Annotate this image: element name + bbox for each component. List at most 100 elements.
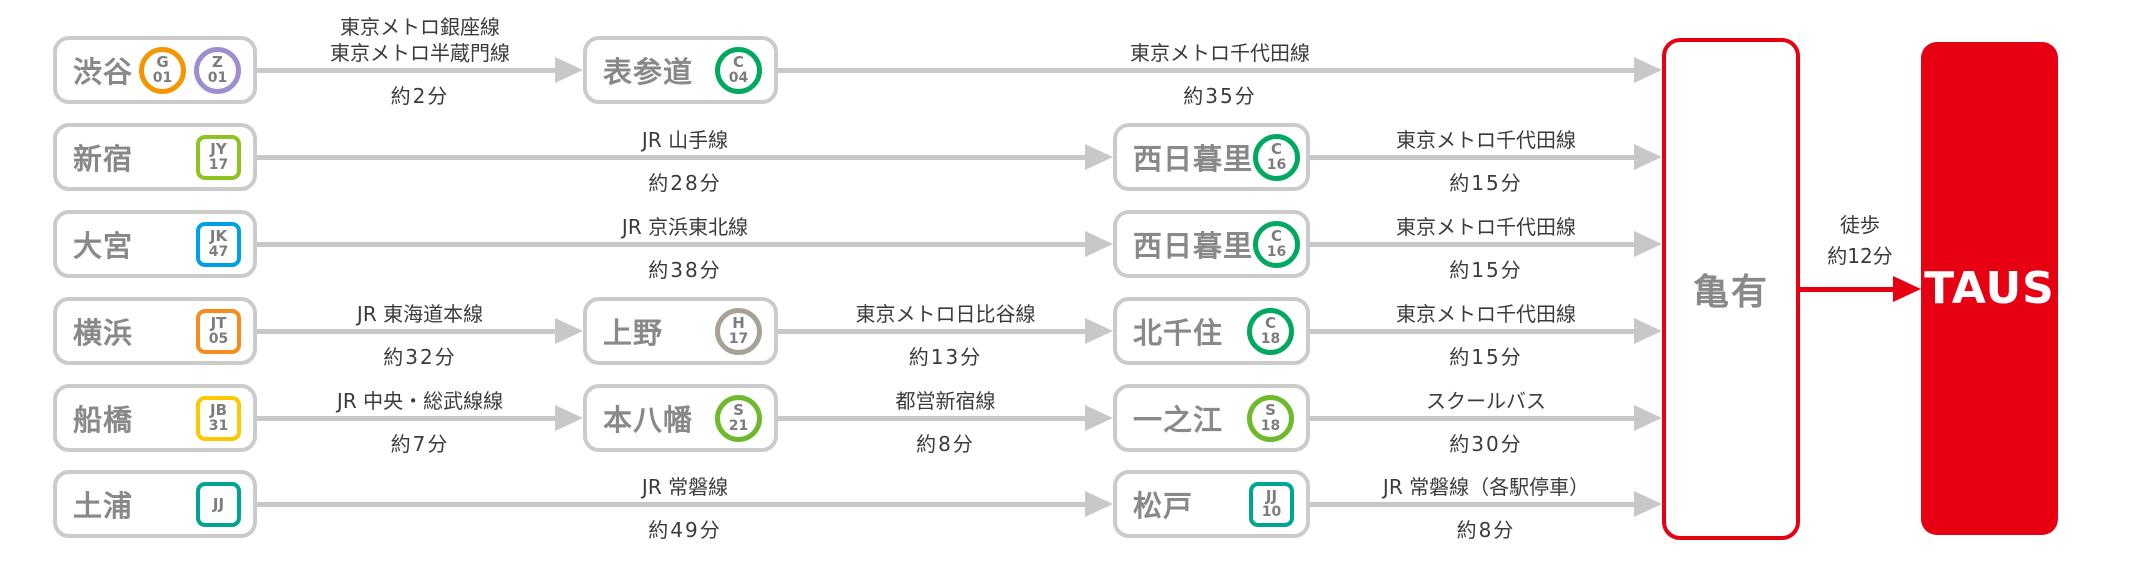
badge-number: 18 — [1260, 331, 1281, 347]
badge-group: JY 17 — [196, 134, 241, 180]
route-segment: 東京メトロ千代田線 約15分 — [1310, 123, 1662, 195]
route-segment: スクールバス 約30分 — [1310, 384, 1662, 456]
line-name: JR 東海道本線 — [356, 302, 484, 326]
segment-line-label: JR 常磐線 — [187, 474, 1183, 500]
station-name: 亀有 — [1692, 272, 1769, 313]
line-name: スクールバス — [1426, 389, 1546, 413]
arrow-line — [1310, 329, 1636, 334]
badge-number: 17 — [208, 157, 229, 173]
badge-group: H 17 — [715, 307, 762, 355]
station-shibuya: 渋谷 G 01 Z 01 — [53, 36, 257, 104]
station-funabashi: 船橋 JB 31 — [53, 384, 257, 452]
line-badge-jy17-icon: JY 17 — [196, 134, 241, 180]
badge-letter: H — [732, 314, 745, 332]
line-name: JR 常磐線（各駅停車） — [1382, 475, 1590, 499]
segment-line-label: 東京メトロ千代田線 — [1240, 127, 1732, 153]
station-name: 渋谷 — [73, 55, 134, 89]
badge-number: 21 — [728, 418, 749, 434]
line-name: 東京メトロ千代田線 — [1130, 41, 1310, 65]
segment-time: 約13分 — [908, 345, 983, 369]
route-row-shinjuku: 新宿 JY 17 JR 山手線 約28分 西日暮里 C 16 — [0, 123, 2131, 195]
line-badge-s18-icon: S 18 — [1247, 394, 1294, 442]
badge-group: C 18 — [1247, 307, 1294, 355]
station-omotesando: 表参道 C 04 — [583, 36, 778, 104]
badge-number: 17 — [728, 331, 749, 347]
arrow-head-icon — [1634, 57, 1662, 83]
segment-time: 約49分 — [648, 518, 722, 542]
badge-letter: JB — [209, 401, 227, 419]
segment-time: 約15分 — [1449, 171, 1523, 195]
segment-time: 約35分 — [1183, 84, 1257, 108]
station-name: 上野 — [603, 316, 664, 350]
arrow-line — [257, 155, 1087, 160]
arrow-line — [257, 329, 557, 334]
station-name: 北千住 — [1133, 316, 1224, 350]
arrow-head-icon — [1634, 231, 1662, 257]
badge-group: C 16 — [1253, 133, 1301, 181]
segment-time: 約2分 — [390, 84, 450, 108]
arrow-line — [257, 242, 1087, 247]
station-name: 新宿 — [73, 142, 134, 176]
arrow-line — [1310, 416, 1636, 421]
arrow-line — [1310, 155, 1636, 160]
line-badge-c18-icon: C 18 — [1247, 307, 1294, 355]
badge-number: 01 — [207, 70, 228, 86]
badge-group: S 21 — [715, 394, 762, 442]
badge-letter: Z — [212, 53, 223, 71]
segment-time: 約7分 — [390, 432, 450, 456]
line-badge-jk47-icon: JK 47 — [196, 221, 241, 267]
station-name: 土浦 — [73, 489, 134, 523]
station-nishi-nippori-2: 西日暮里 C 16 — [1113, 210, 1310, 278]
arrow-line — [257, 68, 557, 73]
arrow-head-icon — [1634, 144, 1662, 170]
badge-group: JK 47 — [196, 221, 241, 267]
walk-time: 約12分 — [1827, 244, 1893, 268]
station-name: 大宮 — [73, 229, 134, 263]
station-name: 本八幡 — [603, 403, 694, 437]
station-motoyawata: 本八幡 S 21 — [583, 384, 778, 452]
station-name: 船橋 — [73, 403, 134, 437]
line-badge-jb31-icon: JB 31 — [196, 395, 241, 441]
segment-line-label: JR 東海道本線 — [187, 301, 653, 327]
route-row-yokohama: 横浜 JT 05 JR 東海道本線 約32分 上野 H 17 — [0, 297, 2131, 369]
badge-group: C 16 — [1253, 220, 1301, 268]
route-segment: JR 常磐線（各駅停車） 約8分 — [1310, 470, 1662, 542]
badge-group: JJ 10 — [1249, 481, 1294, 527]
walk-label: 徒歩 約12分 — [1785, 210, 1935, 272]
badge-letter: C — [732, 53, 744, 71]
station-name: 横浜 — [73, 316, 134, 350]
badge-group: JJ — [196, 481, 241, 527]
badge-letter: JT — [210, 314, 227, 332]
station-matsudo: 松戸 JJ 10 — [1113, 470, 1310, 538]
badge-number: 04 — [728, 70, 749, 86]
badge-group: JT 05 — [196, 308, 241, 354]
badge-number: 31 — [208, 418, 229, 434]
arrow-head-icon — [1634, 491, 1662, 517]
route-row-omiya: 大宮 JK 47 JR 京浜東北線 約38分 西日暮里 C 16 — [0, 210, 2131, 282]
badge-letter: S — [1265, 401, 1276, 419]
line-badge-s21-icon: S 21 — [715, 394, 762, 442]
badge-letter: C — [1271, 140, 1283, 158]
segment-line-label: 東京メトロ千代田線 — [1240, 301, 1732, 327]
walk-arrow-head-icon — [1893, 276, 1921, 302]
school-name: TAUS — [1924, 263, 2055, 314]
route-segment: 東京メトロ千代田線 約15分 — [1310, 297, 1662, 369]
arrow-head-icon — [1085, 405, 1113, 431]
arrow-head-icon — [1085, 318, 1113, 344]
walk-mode: 徒歩 — [1840, 213, 1880, 237]
line-name: 都営新宿線 — [895, 389, 996, 413]
segment-line-label: JR 山手線 — [187, 127, 1183, 153]
arrow-line — [778, 68, 1636, 73]
segment-time: 約15分 — [1449, 345, 1523, 369]
badge-number: 18 — [1260, 418, 1281, 434]
line-badge-h17-icon: H 17 — [715, 307, 762, 355]
line-name: 東京メトロ半蔵門線 — [330, 41, 510, 65]
route-segment: JR 中央・総武線線 約7分 — [257, 384, 583, 456]
arrow-line — [1310, 242, 1636, 247]
arrow-head-icon — [555, 318, 583, 344]
line-badge-c16-icon: C 16 — [1253, 220, 1301, 268]
station-name: 表参道 — [603, 55, 694, 89]
segment-time: 約32分 — [383, 345, 457, 369]
badge-letter: S — [733, 401, 744, 419]
